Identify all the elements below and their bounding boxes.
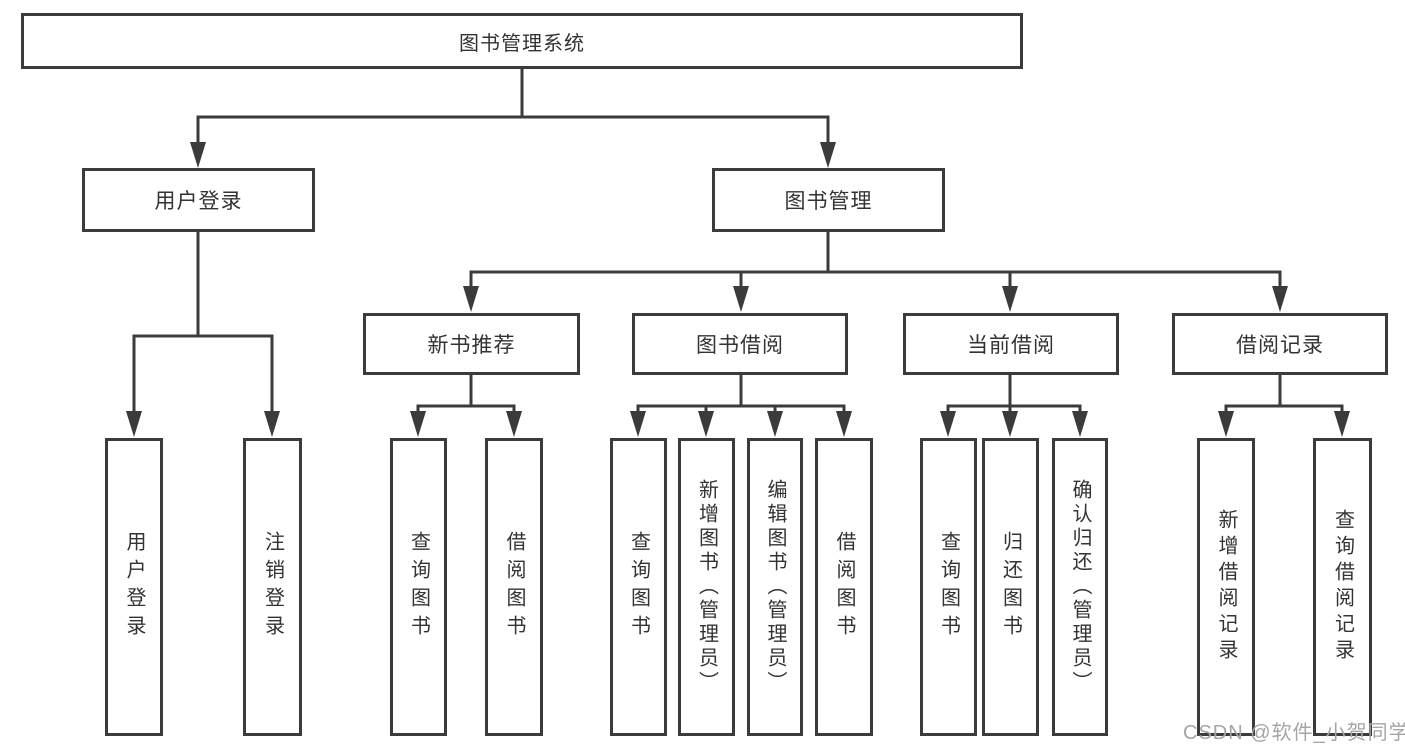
node-leaf-logout: 注销登录 xyxy=(243,438,302,736)
node-leaf-edit-books-admin: 编辑图书（管理员） xyxy=(747,438,803,736)
leaf-label: 用户登录 xyxy=(123,531,145,643)
node-book-borrowing: 图书借阅 xyxy=(632,313,848,375)
leaf-label: 编辑图书（管理员） xyxy=(764,479,786,695)
node-leaf-add-borrow-record: 新增借阅记录 xyxy=(1197,438,1255,736)
node-leaf-query-books-3: 查询图书 xyxy=(920,438,977,736)
node-current-borrowing: 当前借阅 xyxy=(903,313,1119,375)
node-leaf-query-books-1: 查询图书 xyxy=(390,438,447,736)
node-leaf-query-books-2: 查询图书 xyxy=(610,438,667,736)
leaf-label: 查询借阅记录 xyxy=(1331,509,1354,665)
leaf-label: 注销登录 xyxy=(261,531,284,643)
node-new-book-recommend: 新书推荐 xyxy=(363,313,580,375)
node-user-login: 用户登录 xyxy=(82,168,315,232)
csdn-watermark: CSDN @软件_小贺同学 xyxy=(1183,722,1405,744)
leaf-label: 查询图书 xyxy=(407,531,430,643)
leaf-label: 借阅图书 xyxy=(503,531,525,643)
leaf-label: 确认归还（管理员） xyxy=(1069,479,1091,695)
leaf-label: 查询图书 xyxy=(937,531,960,643)
leaf-label: 新增图书（管理员） xyxy=(695,479,718,695)
leaf-label: 查询图书 xyxy=(627,531,650,643)
node-system-root: 图书管理系统 xyxy=(21,13,1023,69)
node-leaf-confirm-return-admin: 确认归还（管理员） xyxy=(1052,438,1108,736)
node-leaf-query-borrow-record: 查询借阅记录 xyxy=(1313,438,1372,736)
leaf-label: 借阅图书 xyxy=(833,531,855,643)
node-borrowing-records: 借阅记录 xyxy=(1172,313,1388,375)
node-leaf-user-login: 用户登录 xyxy=(105,438,163,736)
node-leaf-add-books-admin: 新增图书（管理员） xyxy=(678,438,735,736)
node-leaf-borrow-books-2: 借阅图书 xyxy=(815,438,873,736)
node-book-management: 图书管理 xyxy=(712,168,945,232)
leaf-label: 归还图书 xyxy=(999,531,1022,643)
leaf-label: 新增借阅记录 xyxy=(1215,509,1237,665)
node-leaf-borrow-books-1: 借阅图书 xyxy=(485,438,543,736)
node-leaf-return-books: 归还图书 xyxy=(982,438,1039,736)
